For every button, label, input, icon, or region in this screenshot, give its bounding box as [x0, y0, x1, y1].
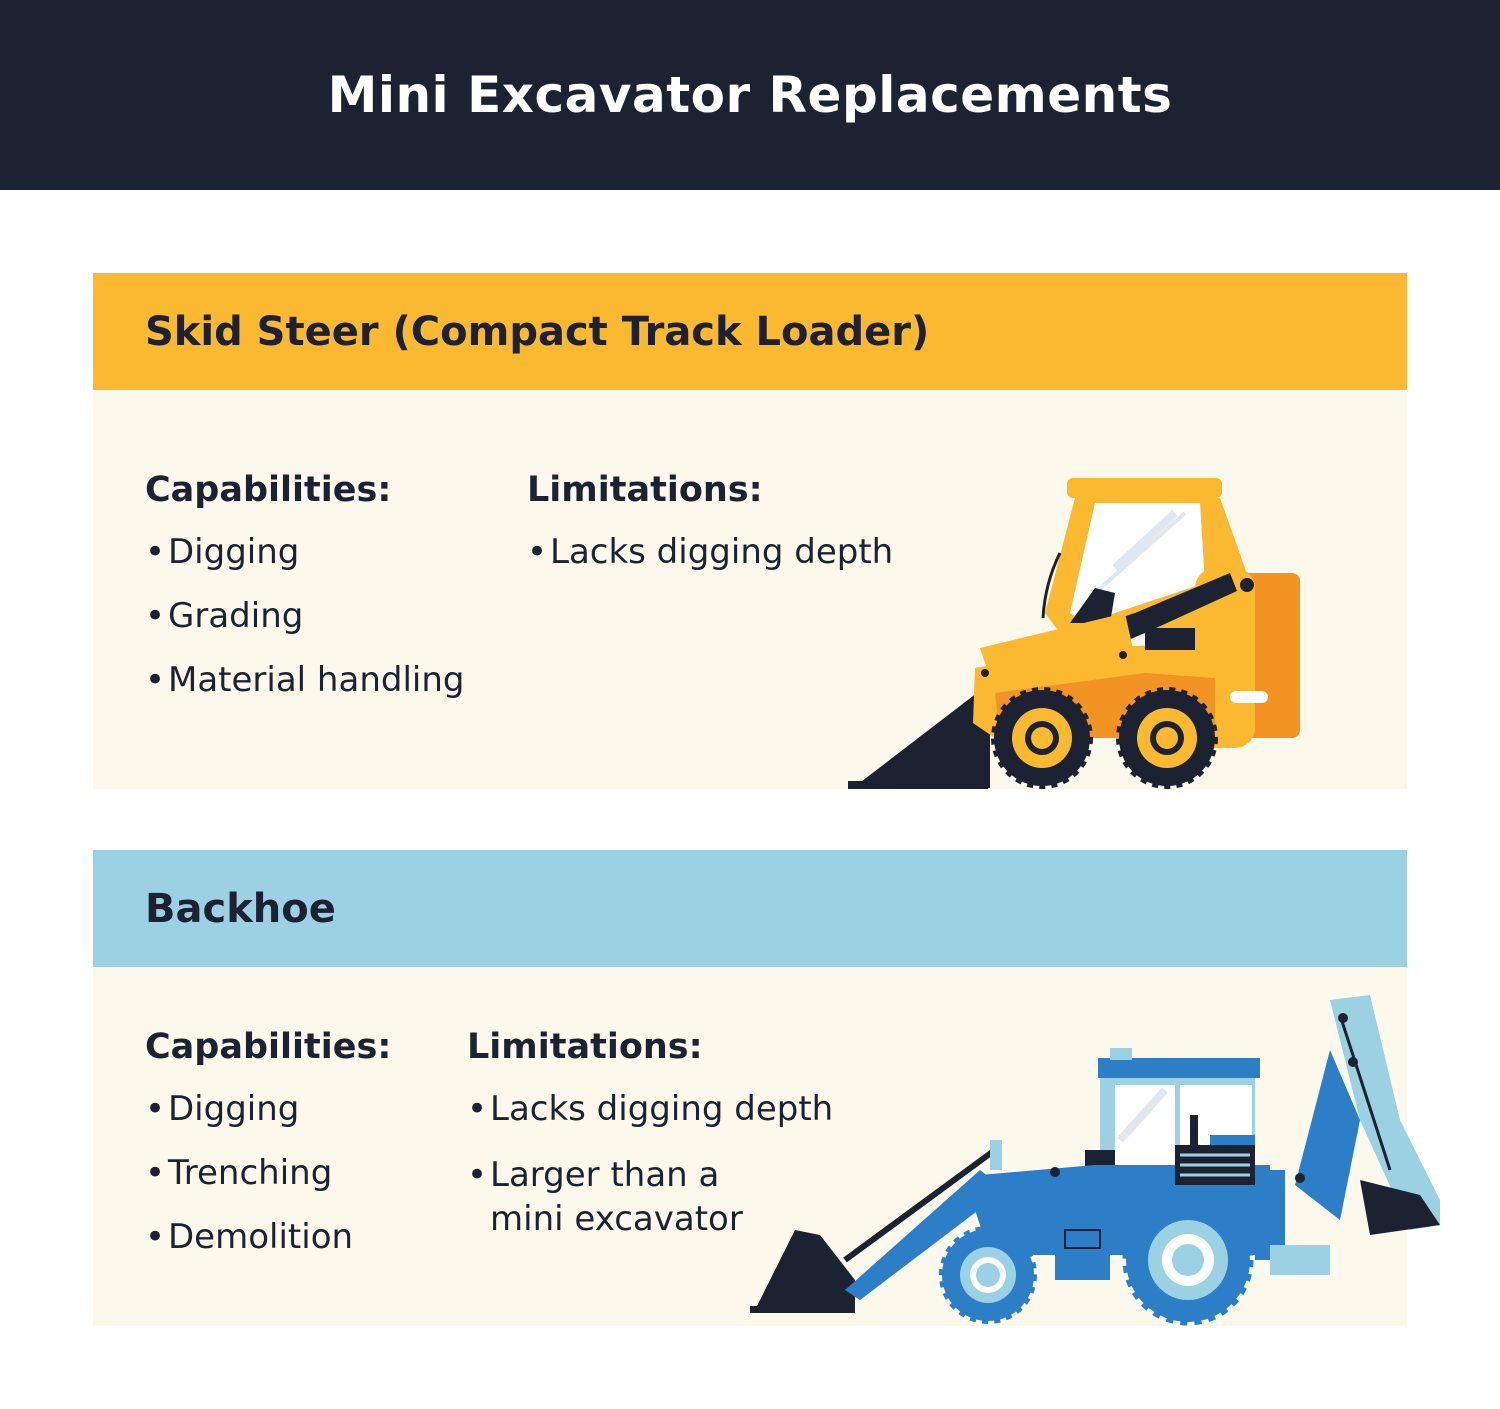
- top-banner: Mini Excavator Replacements: [0, 0, 1500, 190]
- backhoe-capabilities: Capabilities: Digging Trenching Demoliti…: [145, 1027, 391, 1281]
- page-title: Mini Excavator Replacements: [327, 66, 1173, 124]
- limitations-label: Limitations:: [527, 470, 763, 510]
- list-item: Lacks digging depth: [527, 532, 893, 573]
- backhoe-heading: Backhoe: [145, 885, 336, 932]
- list-item: Lacks digging depth: [467, 1089, 833, 1130]
- limitations-label: Limitations:: [467, 1027, 703, 1067]
- list-item: Digging: [145, 532, 464, 573]
- capabilities-label: Capabilities:: [145, 1027, 392, 1067]
- skid-steer-limitations: Limitations: Lacks digging depth: [527, 470, 893, 596]
- list-item: Trenching: [145, 1153, 391, 1194]
- backhoe-limitations: Limitations: Lacks digging depth Larger …: [467, 1027, 833, 1264]
- skid-steer-capabilities: Capabilities: Digging Grading Material h…: [145, 470, 464, 724]
- skid-steer-card: Skid Steer (Compact Track Loader) Capabi…: [93, 273, 1407, 789]
- capabilities-label: Capabilities:: [145, 470, 392, 510]
- backhoe-header: Backhoe: [93, 850, 1407, 967]
- list-item: Digging: [145, 1089, 391, 1130]
- skid-steer-illustration: [848, 478, 1300, 789]
- list-item: Material handling: [145, 660, 464, 701]
- list-item: Larger than a mini excavator: [467, 1153, 760, 1241]
- list-item: Grading: [145, 596, 464, 637]
- skid-steer-heading: Skid Steer (Compact Track Loader): [145, 308, 930, 355]
- list-item: Demolition: [145, 1217, 391, 1258]
- skid-steer-header: Skid Steer (Compact Track Loader): [93, 273, 1407, 390]
- backhoe-illustration: [750, 995, 1440, 1326]
